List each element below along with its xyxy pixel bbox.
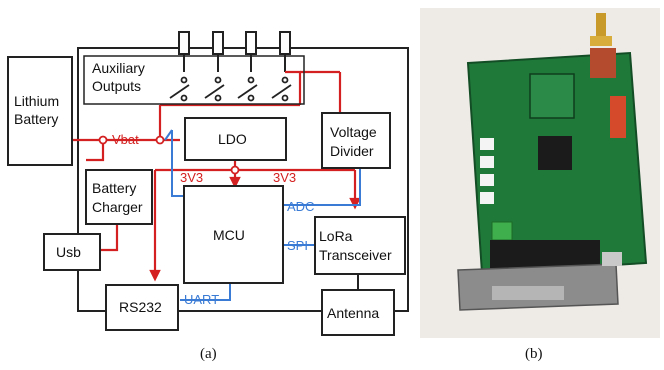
3v3-right-signal-label: 3V3: [273, 170, 296, 185]
battery-charger-label-line2: Charger: [92, 199, 143, 215]
aux-switches: [169, 76, 292, 102]
white-headers-icon: [480, 138, 494, 204]
mcu-block: MCU: [183, 185, 284, 284]
sma-antenna-connector-icon: [590, 13, 616, 78]
output-connectors: [178, 31, 291, 72]
block-diagram: Lithium Battery Auxiliary Outputs LDO Vo…: [7, 31, 409, 336]
mcu-chip-icon: [538, 136, 572, 170]
lithium-battery-label-line1: Lithium: [14, 93, 59, 109]
vbat-signal-label: Vbat: [112, 132, 139, 147]
voltage-divider-label-line1: Voltage: [330, 124, 377, 140]
usb-label: Usb: [56, 244, 81, 260]
auxiliary-outputs-block: Auxiliary Outputs: [83, 55, 305, 105]
adc-signal-label: ADC: [287, 199, 314, 214]
auxiliary-outputs-label-line1: Auxiliary: [92, 60, 145, 76]
enclosure-outline: [77, 47, 409, 312]
power-wires: [71, 70, 361, 282]
lithium-battery-block: Lithium Battery: [7, 56, 73, 166]
antenna-label: Antenna: [327, 305, 379, 321]
3v3-left-signal-label: 3V3: [180, 170, 203, 185]
auxiliary-outputs-label-line2: Outputs: [92, 78, 141, 94]
caption-a: (a): [200, 346, 217, 362]
lora-transceiver-label-line2: Transceiver: [319, 247, 392, 263]
lora-module-icon: [529, 73, 575, 119]
ldo-label: LDO: [218, 131, 247, 147]
usb-block: Usb: [43, 233, 101, 271]
spi-signal-label: SPI: [287, 238, 308, 253]
db9-connector-icon: [457, 240, 619, 311]
green-terminal-block-icon: [491, 221, 513, 241]
signal-wires: [164, 129, 361, 301]
lora-transceiver-block: LoRa Transceiver: [314, 216, 406, 275]
battery-charger-label-line1: Battery: [92, 180, 136, 196]
rs232-block: RS232: [105, 284, 179, 331]
dip-switch-icon: [610, 96, 626, 138]
ldo-block: LDO: [184, 117, 287, 161]
power-junctions: [98, 135, 240, 175]
voltage-divider-block: Voltage Divider: [321, 112, 391, 169]
pcb-photo: [420, 8, 660, 338]
rs232-label: RS232: [119, 299, 162, 315]
voltage-divider-label-line2: Divider: [330, 143, 374, 159]
mcu-label: MCU: [213, 227, 245, 243]
antenna-block: Antenna: [321, 274, 395, 336]
usb-connector-icon: [602, 252, 622, 266]
battery-charger-block: Battery Charger: [85, 169, 153, 225]
caption-b: (b): [525, 346, 543, 362]
uart-signal-label: UART: [184, 292, 219, 307]
lora-transceiver-label-line1: LoRa: [319, 228, 353, 244]
lithium-battery-label-line2: Battery: [14, 111, 58, 127]
